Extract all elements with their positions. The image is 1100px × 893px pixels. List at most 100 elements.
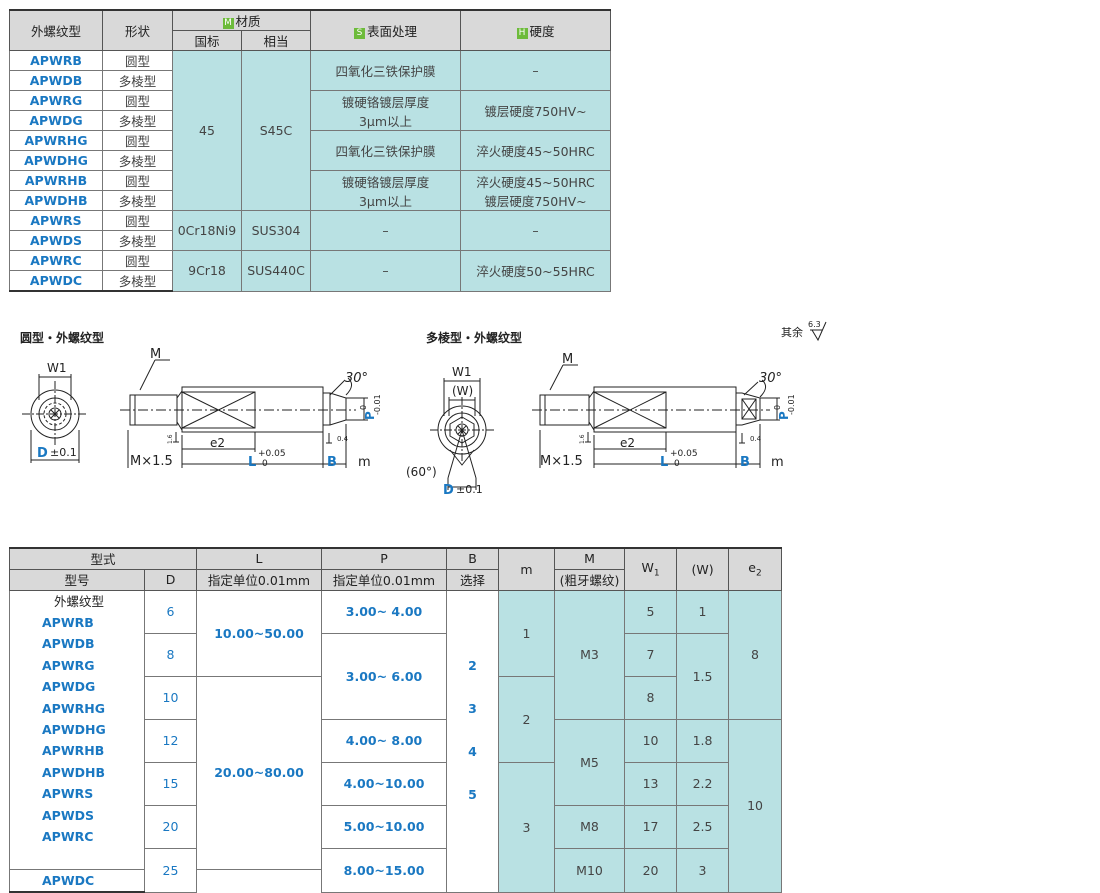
col-std-header: 国标 <box>172 30 242 51</box>
shape-cell: 多棱型 <box>102 150 173 171</box>
model-code: APWRHG <box>42 700 105 716</box>
code-cell: APWDC <box>9 270 103 292</box>
surface-cell: 四氧化三铁保护膜 <box>310 130 462 171</box>
w1-sub: 1 <box>653 568 660 579</box>
l-cell: 10.00~50.00 <box>196 589 323 677</box>
codes-header: 外螺纹型 <box>54 593 105 609</box>
round-e2-label: e2 <box>210 436 225 450</box>
w1-cell: 8 <box>624 675 678 720</box>
col-p-header: P <box>321 547 448 570</box>
dimension-table: 型式 L P B m M W1 (W) e2 型号 D 指定单位0.01mm 指… <box>8 547 783 893</box>
roughness-value: 6.3 <box>808 320 821 329</box>
mm-cell: M8 <box>554 804 626 849</box>
code-cell: APWRS <box>9 210 103 231</box>
model-code: APWDHG <box>42 721 106 737</box>
col-w-header: (W) <box>676 547 730 591</box>
shape-cell: 圆型 <box>102 90 173 111</box>
code-cell: APWDG <box>9 110 103 131</box>
shape-cell: 圆型 <box>102 50 173 71</box>
round-roughness-2: 0.4 <box>337 435 349 443</box>
model-code: APWDS <box>42 807 95 823</box>
shape-cell: 多棱型 <box>102 190 173 211</box>
col-form-header: 型式 <box>8 547 198 570</box>
poly-p-label: P <box>777 411 791 420</box>
material-badge: M <box>222 18 234 29</box>
round-l-tol-up: +0.05 <box>258 449 286 459</box>
p-cell: 4.00~10.00 <box>321 761 448 806</box>
poly-angle-label: 30° <box>759 371 782 386</box>
e2-label: e <box>748 560 756 575</box>
mat-equiv-cell: SUS440C <box>240 250 312 292</box>
model-code: APWRS <box>42 786 94 802</box>
col-equiv-header: 相当 <box>240 30 312 51</box>
hardness-cell: – <box>460 210 612 251</box>
surface-line: 3μm以上 <box>358 193 413 209</box>
p-cell: 3.00~ 4.00 <box>321 589 448 634</box>
e2-sub: 2 <box>756 568 762 579</box>
p-cell: 4.00~ 8.00 <box>321 718 448 763</box>
round-angle-label: 30° <box>345 371 368 386</box>
shape-cell: 多棱型 <box>102 270 173 292</box>
m-cell: 2 <box>498 675 556 763</box>
m-cell: 1 <box>498 589 556 677</box>
model-code: APWRHB <box>42 743 105 759</box>
col-e2-header: e2 <box>728 547 783 591</box>
b-value: 2 <box>468 657 477 673</box>
w1-cell: 17 <box>624 804 678 849</box>
model-code: APWDG <box>42 679 96 695</box>
code-cell: APWRG <box>9 90 103 111</box>
p-cell: 5.00~10.00 <box>321 804 448 849</box>
round-b-label: B <box>327 455 337 470</box>
shape-cell: 圆型 <box>102 210 173 231</box>
surface-cell: 四氧化三铁保护膜 <box>310 50 462 91</box>
col-l-header: L <box>196 547 323 570</box>
round-side-view <box>120 359 368 468</box>
w-cell: 1.8 <box>676 718 730 763</box>
poly-thread-label: M×1.5 <box>540 454 583 469</box>
round-l-tol-dn: 0 <box>262 459 268 469</box>
col-l-unit-header: 指定单位0.01mm <box>196 568 323 591</box>
poly-mm-label: m <box>771 455 784 470</box>
surface-cell: – <box>310 250 462 292</box>
poly-e2-label: e2 <box>620 436 635 450</box>
w-cell: 3 <box>676 847 730 893</box>
surface-label: 表面处理 <box>367 24 418 39</box>
b-value: 4 <box>468 743 477 759</box>
mm-cell: M5 <box>554 718 626 806</box>
round-type-title: 圆型・外螺纹型 <box>20 331 105 345</box>
w1-label: W <box>641 560 654 575</box>
e2-cell: 8 <box>728 589 783 720</box>
round-p-tol-dn: -0.01 <box>373 394 382 415</box>
poly-w1-label: W1 <box>452 365 472 379</box>
hardness-cell: 淬火硬度50~55HRC <box>460 250 612 292</box>
hardness-badge: H <box>516 28 528 39</box>
model-code: APWRB <box>42 614 94 630</box>
code-cell: APWRB <box>9 50 103 71</box>
poly-roughness-1: 1.6 <box>579 434 586 444</box>
technical-drawings: 其余 6.3 W1 D ±0.1 <box>22 320 827 498</box>
hardness-cell: 镀层硬度750HV~ <box>460 90 612 131</box>
col-p-unit-header: 指定单位0.01mm <box>321 568 448 591</box>
round-l-label: L <box>248 455 256 470</box>
d-cell: 8 <box>143 632 198 677</box>
w1-cell: 10 <box>624 718 678 763</box>
col-type-header: 外螺纹型 <box>9 9 103 51</box>
material-label: 材质 <box>235 14 261 29</box>
l-cell: 20.00~80.00 <box>196 675 323 870</box>
d-cell: 6 <box>143 589 198 634</box>
mat-equiv-cell: S45C <box>240 50 312 211</box>
mat-std-cell: 45 <box>172 50 242 211</box>
hardness-cell: 淬火硬度45~50HRC <box>460 130 612 171</box>
surface-line: 镀硬铬镀层厚度 <box>341 94 430 110</box>
hardness-line: 镀层硬度750HV~ <box>484 193 587 209</box>
model-code: APWDB <box>42 636 95 652</box>
w1-cell: 20 <box>624 847 678 893</box>
col-w1-header: W1 <box>624 547 678 591</box>
poly-m-label: M <box>562 352 573 367</box>
mat-std-cell: 0Cr18Ni9 <box>172 210 242 251</box>
poly-l-tol-dn: 0 <box>674 459 680 469</box>
col-mm-header: M <box>554 547 626 570</box>
